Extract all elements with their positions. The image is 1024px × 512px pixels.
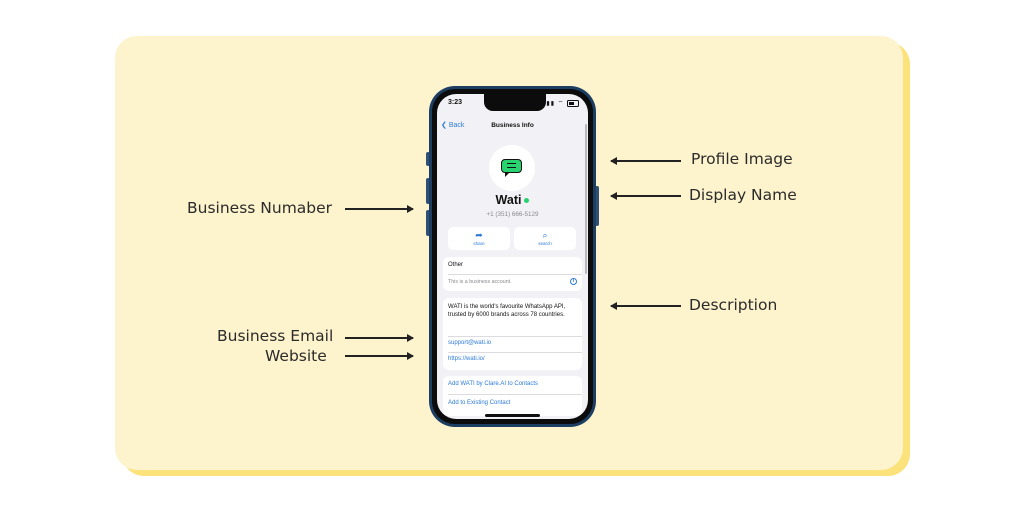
power-button [595, 186, 599, 226]
arrow-display-name [610, 192, 681, 199]
business-description: WATI is the world's favourite WhatsApp A… [448, 304, 566, 318]
wifi-icon: ⌔ [557, 101, 565, 107]
divider [448, 352, 582, 353]
other-section: Other This is a business account. i [443, 257, 582, 291]
divider [448, 394, 582, 395]
arrow-business-email [345, 334, 414, 341]
label-business-email: Business Email [217, 327, 334, 345]
share-label: share [473, 241, 485, 246]
about-section: WATI is the world's favourite WhatsApp A… [443, 298, 582, 370]
bubble-line [507, 163, 516, 165]
website-link[interactable]: https://wati.io/ [448, 356, 485, 362]
business-email-link[interactable]: support@wati.io [448, 340, 492, 346]
notch [484, 94, 546, 111]
search-icon: ⌕ [542, 230, 548, 240]
bubble-line [507, 166, 516, 168]
contact-actions-section: Add WATI by Clare.AI to Contacts Add to … [443, 376, 582, 416]
arrow-profile-image [610, 157, 681, 164]
profile-avatar[interactable] [489, 145, 535, 191]
label-business-number: Business Numaber [187, 199, 333, 217]
business-account-note: This is a business account. [448, 279, 512, 285]
status-icons: ▮▮ ⌔ [546, 99, 579, 107]
other-header: Other [448, 262, 464, 268]
back-label: Back [448, 122, 465, 129]
chat-bubble-icon [501, 159, 522, 177]
search-label: search [538, 241, 552, 246]
divider [448, 274, 582, 275]
scrollbar[interactable] [585, 124, 587, 274]
status-time: 3:23 [448, 99, 463, 106]
search-button[interactable]: ⌕ search [514, 227, 576, 250]
arrow-website [345, 352, 414, 359]
business-name: Wati [437, 193, 588, 207]
home-indicator [485, 414, 540, 417]
back-button[interactable]: ❮ Back [441, 121, 464, 129]
add-to-existing-contact-button[interactable]: Add to Existing Contact [448, 400, 511, 406]
mute-switch [426, 152, 430, 166]
business-name-text: Wati [495, 193, 522, 207]
business-phone[interactable]: +1 (351) 666-5129 [486, 211, 539, 218]
divider [448, 336, 582, 337]
nav-title: Business Info [491, 122, 534, 129]
share-button[interactable]: ➦ share [448, 227, 510, 250]
add-to-contacts-button[interactable]: Add WATI by Clare.AI to Contacts [448, 381, 539, 387]
phone-screen: 3:23 ▮▮ ⌔ ❮ Back Business Info Wati +1 (… [437, 94, 588, 419]
chevron-left-icon: ❮ [441, 122, 447, 129]
label-description: Description [689, 296, 778, 314]
label-display-name: Display Name [689, 186, 797, 204]
label-website: Website [265, 347, 327, 365]
signal-icon: ▮▮ [546, 101, 556, 107]
share-icon: ➦ [475, 230, 483, 240]
online-indicator [524, 198, 530, 204]
volume-up-button [426, 178, 430, 204]
arrow-business-number [345, 205, 414, 212]
info-icon[interactable]: i [570, 278, 577, 285]
battery-icon [567, 99, 579, 107]
label-profile-image: Profile Image [691, 150, 793, 168]
phone-mockup: 3:23 ▮▮ ⌔ ❮ Back Business Info Wati +1 (… [429, 86, 596, 427]
arrow-description [610, 302, 681, 309]
volume-down-button [426, 210, 430, 236]
